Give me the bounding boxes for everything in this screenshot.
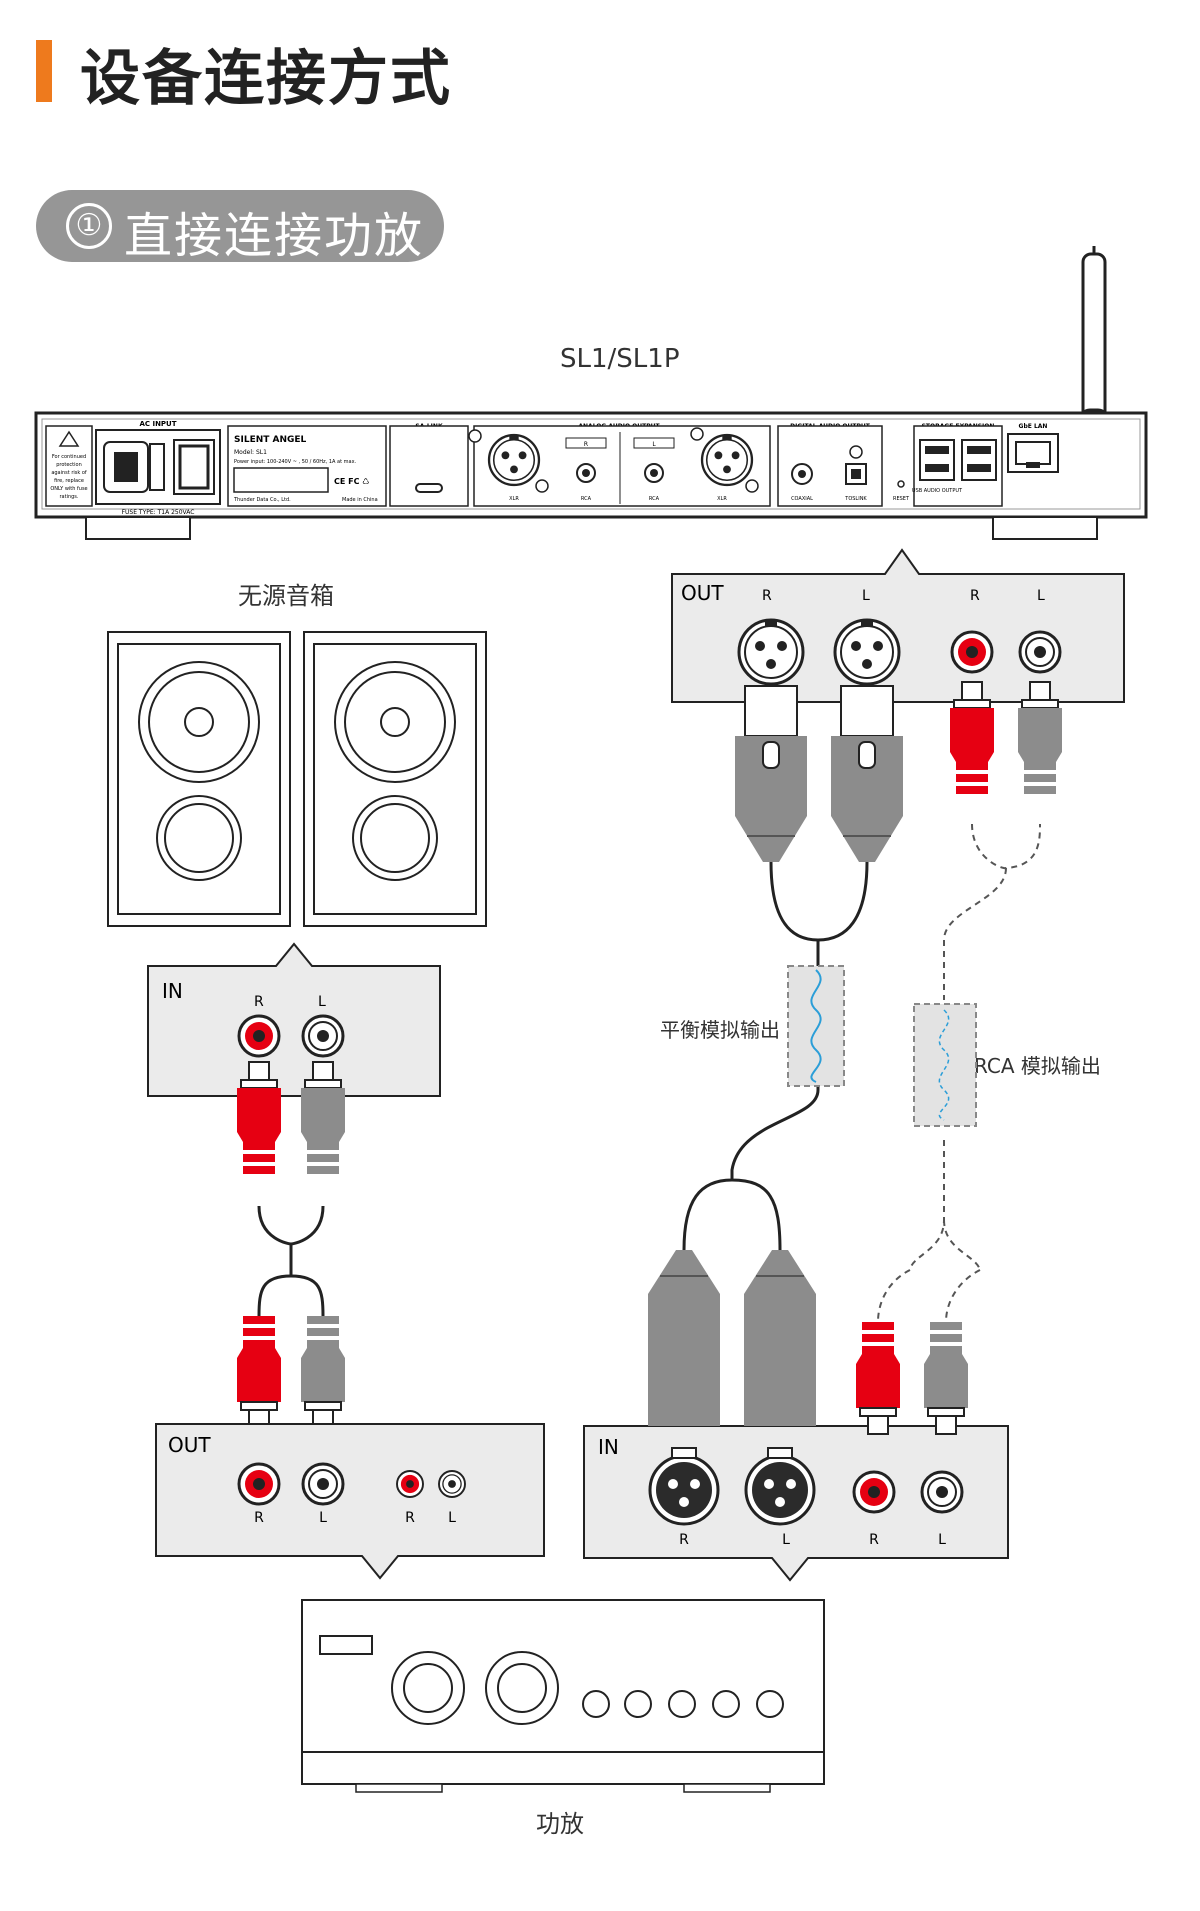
svg-text:TOSLINK: TOSLINK	[844, 496, 867, 502]
device-name: SL1/SL1P	[560, 344, 680, 374]
amp-out-r	[237, 1462, 281, 1506]
amp-out-l	[301, 1462, 345, 1506]
amp-in-rca-l	[920, 1470, 964, 1514]
svg-text:protection: protection	[56, 462, 82, 468]
svg-text:RESET: RESET	[893, 496, 910, 502]
svg-text:CE FC ♺: CE FC ♺	[334, 477, 369, 486]
svg-text:R: R	[762, 588, 772, 604]
amp-output-box: OUT R L R L	[155, 1423, 545, 1580]
amplifier-label: 功放	[536, 1810, 584, 1838]
amp-out-r2	[396, 1470, 424, 1498]
svg-text:L: L	[782, 1532, 790, 1548]
svg-text:R: R	[405, 1510, 415, 1526]
panel-ac-input: AC INPUT	[139, 420, 176, 428]
sl1-out-xlr-l	[833, 618, 901, 686]
speaker-input-box: IN R L	[147, 942, 441, 1097]
amp-in-rca-r	[852, 1470, 896, 1514]
speakers-label: 无源音箱	[238, 582, 334, 610]
svg-text:ONLY with fuse: ONLY with fuse	[50, 486, 87, 492]
section-number: ①	[66, 203, 112, 249]
svg-text:XLR: XLR	[717, 496, 727, 502]
svg-text:fire, replace: fire, replace	[54, 478, 84, 484]
svg-text:RCA: RCA	[581, 496, 592, 502]
passive-speakers	[107, 631, 487, 927]
balanced-cable-bottom	[647, 1249, 817, 1427]
panel-lan: GbE LAN	[1019, 423, 1048, 430]
amp-out-l2	[438, 1470, 466, 1498]
svg-text:USB AUDIO OUTPUT: USB AUDIO OUTPUT	[912, 488, 963, 494]
rca-cable-label: RCA 模拟输出	[974, 1054, 1101, 1078]
svg-text:R: R	[869, 1532, 879, 1548]
section-title: 直接连接功放	[124, 208, 425, 264]
speaker-in-l	[301, 1014, 345, 1058]
speaker-in-title: IN	[162, 979, 183, 1003]
svg-text:L: L	[448, 1510, 456, 1526]
panel-power: Power input: 100-240V ~ , 50 / 60Hz, 1A …	[234, 459, 357, 465]
svg-text:XLR: XLR	[509, 496, 519, 502]
panel-model: Model: SL1	[234, 449, 267, 456]
svg-text:R: R	[970, 588, 980, 604]
svg-text:against risk of: against risk of	[51, 470, 87, 476]
panel-xlr-l	[700, 433, 754, 487]
svg-text:ratings.: ratings.	[59, 494, 78, 500]
balanced-cable-indicator	[787, 965, 845, 1087]
speaker-left	[107, 631, 291, 927]
svg-text:L: L	[318, 994, 326, 1010]
rca-cable-indicator	[913, 1003, 977, 1127]
sl1-out-title: OUT	[681, 581, 724, 605]
sl1-out-xlr-r	[737, 618, 805, 686]
svg-text:L: L	[652, 441, 656, 448]
panel-brand: SILENT ANGEL	[234, 435, 307, 445]
amp-out-title: OUT	[168, 1433, 211, 1457]
svg-text:L: L	[862, 588, 870, 604]
speaker-right	[303, 631, 487, 927]
sl1-out-rca-r	[950, 630, 994, 674]
svg-text:L: L	[319, 1510, 327, 1526]
speaker-in-r	[237, 1014, 281, 1058]
svg-text:R: R	[679, 1532, 689, 1548]
panel-xlr-r	[487, 433, 541, 487]
svg-text:R: R	[254, 994, 264, 1010]
svg-text:R: R	[584, 441, 588, 448]
svg-text:RCA: RCA	[649, 496, 660, 502]
rca-cable-bottom	[855, 1269, 981, 1435]
panel-origin: Made in China	[342, 497, 378, 503]
sl1-out-rca-l	[1018, 630, 1062, 674]
svg-text:COAXIAL: COAXIAL	[791, 496, 813, 502]
svg-text:R: R	[254, 1510, 264, 1526]
sl1-rear-panel: For continued protection against risk of…	[34, 246, 1148, 540]
panel-maker: Thunder Data Co., Ltd.	[233, 497, 291, 503]
panel-warning: For continued	[52, 454, 86, 460]
amp-in-title: IN	[598, 1435, 619, 1459]
amplifier	[301, 1599, 825, 1793]
speaker-cable	[236, 1061, 346, 1429]
header-accent-bar	[36, 40, 52, 102]
svg-text:L: L	[1037, 588, 1045, 604]
svg-text:L: L	[938, 1532, 946, 1548]
amp-input-box: IN R L R L	[583, 1425, 1009, 1582]
panel-fuse: FUSE TYPE: T1A 250VAC	[122, 509, 195, 516]
rca-cable-top	[909, 681, 1063, 1271]
sl1-output-box: OUT R L R L	[671, 548, 1125, 703]
balanced-cable-label: 平衡模拟输出	[660, 1018, 780, 1042]
page-title: 设备连接方式	[80, 44, 452, 114]
